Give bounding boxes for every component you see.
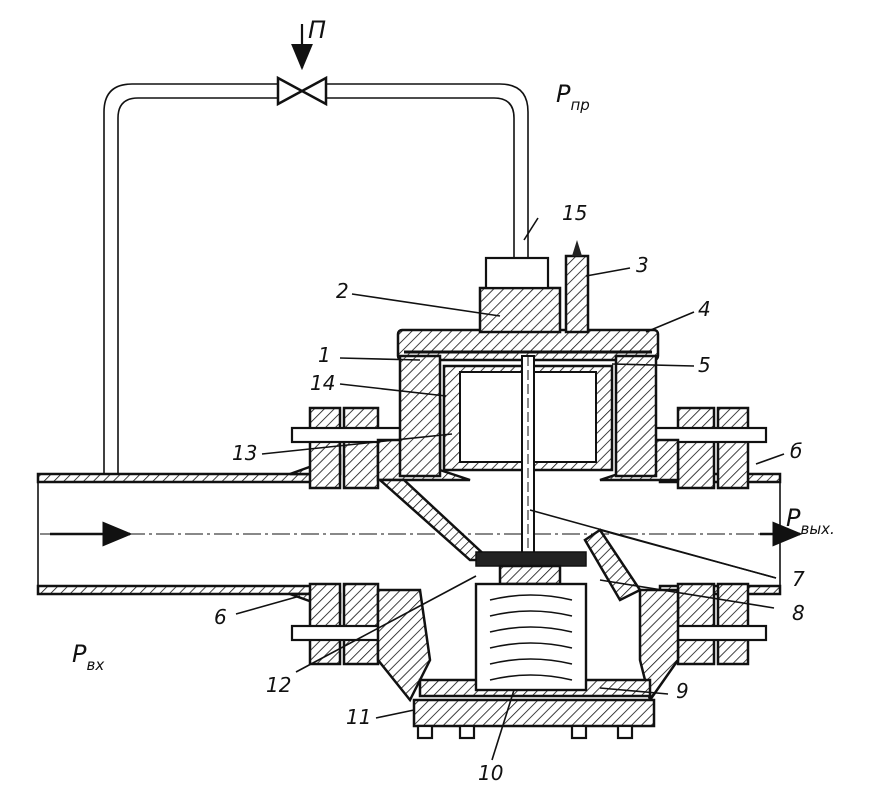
bottom-bolts — [412, 698, 656, 740]
control-pressure-label: Pпр — [556, 80, 590, 114]
part-label-2: 2 — [336, 279, 349, 303]
part-label-1: 1 — [318, 343, 331, 367]
valve-stem — [521, 355, 535, 557]
supply-label: П — [308, 16, 326, 44]
part-label-7: 7 — [792, 567, 805, 591]
inlet-pressure-label: Pвх — [72, 640, 104, 674]
outlet-pressure-main: P — [786, 504, 801, 532]
part-label-14: 14 — [310, 371, 335, 395]
part-label-12: 12 — [266, 673, 291, 697]
leader-lines — [235, 217, 785, 761]
part-label-9: 9 — [676, 679, 689, 703]
part-label-6-right: б — [790, 439, 802, 463]
control-tube — [103, 83, 529, 480]
part-label-10: 10 — [478, 761, 503, 785]
part-label-5: 5 — [698, 353, 711, 377]
part-label-8: 8 — [792, 601, 805, 625]
spring — [474, 582, 588, 692]
outlet-pressure-sub: вых. — [800, 520, 834, 538]
inlet-pressure-main: P — [72, 640, 87, 668]
supply-valve — [276, 24, 328, 107]
part-label-15: 15 — [562, 201, 587, 225]
outlet-pressure-label: Pвых. — [786, 504, 835, 538]
part-label-6-left: 6 — [214, 605, 227, 629]
inlet-pressure-sub: вх — [86, 656, 104, 674]
part-label-3: 3 — [636, 253, 649, 277]
control-pressure-sub: пр — [570, 96, 589, 114]
part-label-13: 13 — [232, 441, 257, 465]
valve-plug — [475, 551, 587, 586]
part-label-4: 4 — [698, 297, 711, 321]
control-pressure-main: P — [556, 80, 571, 108]
part-label-11: 11 — [346, 705, 371, 729]
